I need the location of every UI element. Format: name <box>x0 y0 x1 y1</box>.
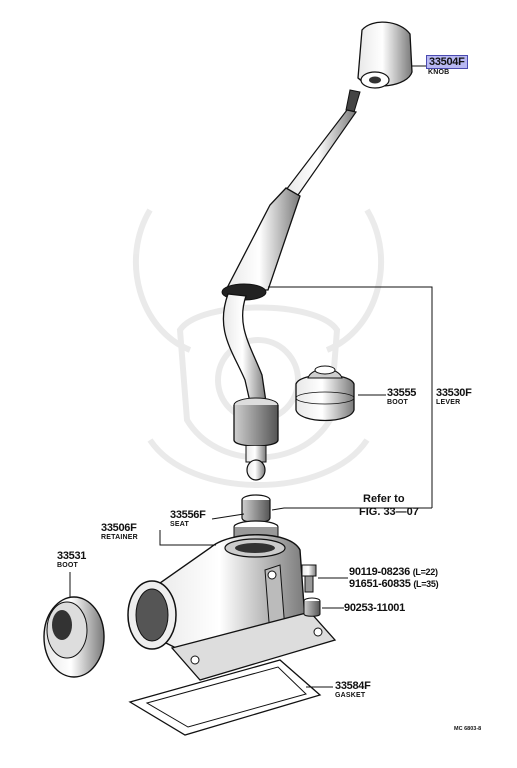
collar-part-number: 90253-11001 <box>344 602 405 614</box>
lever-callout: 33530F LEVER <box>436 387 472 407</box>
reference-note: Refer to FIG. 33—07 <box>359 494 419 518</box>
gasket-callout: 33584F GASKET <box>335 680 371 700</box>
retainer-part-number: 33506F <box>101 522 137 534</box>
retainer-part-name: RETAINER <box>101 534 138 541</box>
upper-boot-part-number: 33555 <box>387 387 417 399</box>
leader-lines <box>69 65 433 688</box>
upper-boot-part-name: BOOT <box>387 399 409 406</box>
gasket-part-number: 33584F <box>335 680 371 692</box>
seat-part <box>241 494 271 524</box>
lower-boot-part-name: BOOT <box>57 562 79 569</box>
bolt-b-callout: 91651-60835 (L=35) <box>349 578 439 590</box>
upper-boot-callout: 33555 BOOT <box>387 387 417 407</box>
bolt-b-part-number: 91651-60835 <box>349 578 411 590</box>
lower-boot-part-number: 33531 <box>57 550 87 562</box>
bolt-part <box>301 564 317 593</box>
upper-boot-part <box>295 365 355 422</box>
lever-part-name: LEVER <box>436 399 461 406</box>
collar-part <box>303 597 321 617</box>
bolt-a-part-number: 90119-08236 <box>349 566 410 578</box>
lower-boot-callout: 33531 BOOT <box>57 550 87 570</box>
collar-callout: 90253-11001 <box>344 603 405 614</box>
bolt-a-length: (L=22) <box>412 567 438 577</box>
reference-line-1: Refer to <box>363 493 405 505</box>
bolt-a-callout: 90119-08236 (L=22) <box>349 567 438 578</box>
diagram-code: MC 6803-8 <box>454 726 482 732</box>
knob-part-name: KNOB <box>428 69 450 76</box>
seat-callout: 33556F SEAT <box>170 509 206 529</box>
seat-part-number: 33556F <box>170 509 206 521</box>
bolt-b-length: (L=35) <box>413 579 439 589</box>
knob-part <box>357 21 413 89</box>
knob-part-number[interactable]: 33504F <box>426 55 468 69</box>
lever-part-number: 33530F <box>436 387 472 399</box>
reference-line-2: FIG. 33—07 <box>359 506 419 518</box>
gasket-part <box>128 659 322 736</box>
lever-part <box>221 89 361 481</box>
shift-housing-part <box>127 520 337 681</box>
seat-part-name: SEAT <box>170 521 189 528</box>
gasket-part-name: GASKET <box>335 692 366 699</box>
knob-callout[interactable]: 33504F KNOB <box>426 55 468 76</box>
lower-boot-part <box>43 596 105 678</box>
retainer-callout: 33506F RETAINER <box>101 522 138 542</box>
